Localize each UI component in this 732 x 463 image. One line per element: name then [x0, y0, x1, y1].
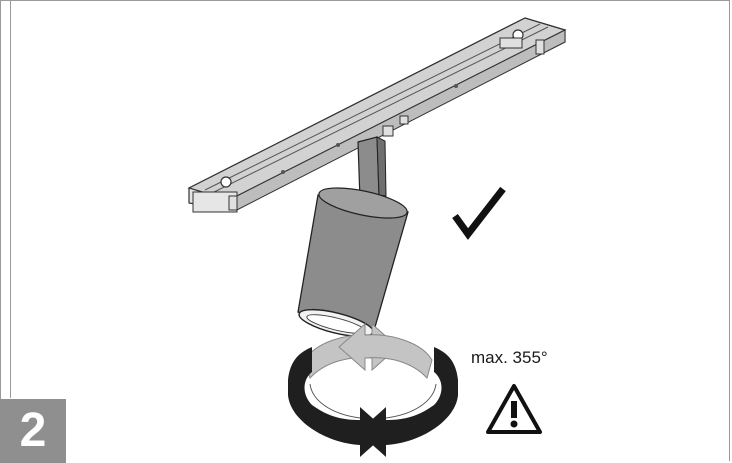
frame-left-edge [10, 0, 11, 398]
rotation-arrows-icon [288, 322, 458, 457]
warning-triangle-icon [486, 384, 542, 434]
step-number: 2 [19, 404, 47, 457]
rotation-limit-label: max. 355° [471, 348, 548, 367]
spotlight [297, 136, 409, 338]
check-icon [452, 186, 506, 240]
step-number-badge: 2 [0, 399, 66, 463]
track-rail [187, 17, 567, 213]
